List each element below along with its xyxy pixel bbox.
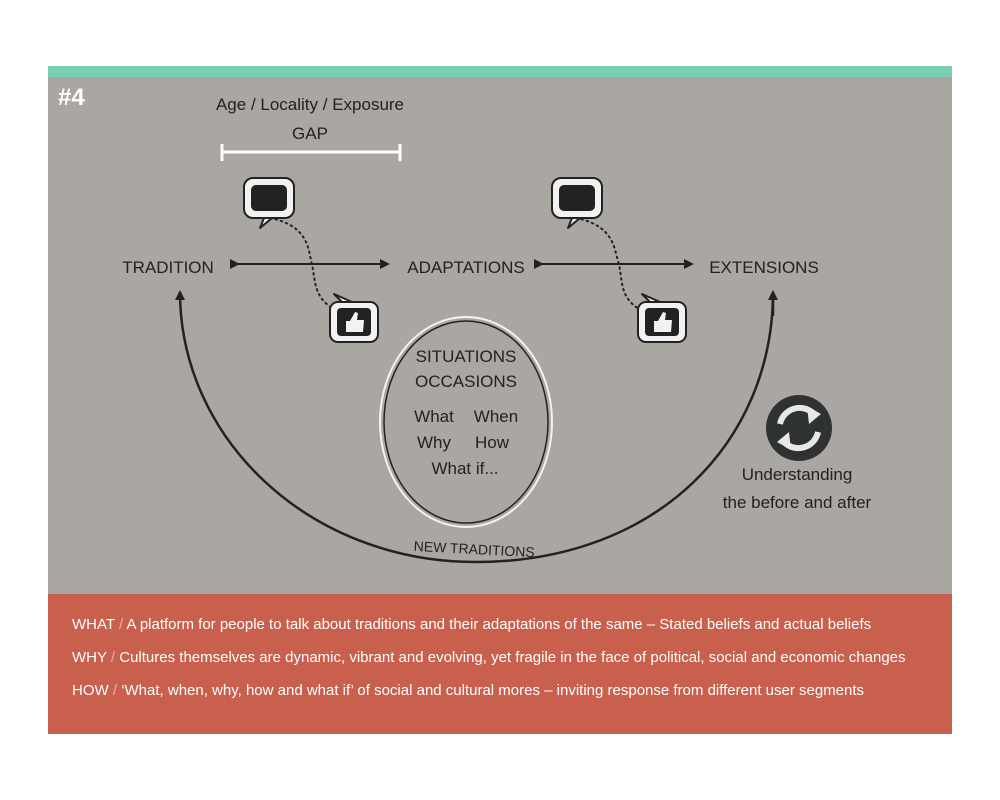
- node-tradition: TRADITION: [122, 258, 214, 277]
- situations-circle: [379, 316, 553, 528]
- how-key: HOW: [72, 682, 109, 699]
- understanding-line1: Understanding: [742, 465, 853, 484]
- arc-label: NEW TRADITIONS: [413, 538, 535, 560]
- new-traditions-arc: [175, 290, 775, 564]
- dotted-connector-right: [575, 217, 649, 315]
- node-adaptations: ADAPTATIONS: [407, 258, 524, 277]
- gap-bracket: [220, 144, 402, 161]
- why-sep: /: [106, 649, 120, 666]
- concept-card: #4 Age / Locality / Exposure GAP TRADITI…: [48, 66, 952, 734]
- thumbs-up-icon: [329, 293, 379, 343]
- node-extensions: EXTENSIONS: [709, 258, 819, 277]
- speech-bubble-icon: [551, 177, 603, 229]
- what-key: WHAT: [72, 616, 115, 633]
- how-sep: /: [108, 682, 122, 699]
- speech-bubble-icon: [243, 177, 295, 229]
- circle-situations: SITUATIONS: [416, 347, 517, 366]
- card-number: #4: [58, 84, 85, 111]
- understanding-line2: the before and after: [723, 493, 872, 512]
- circle-what-if: What if...: [431, 459, 498, 478]
- how-row: HOW / ‘What, when, why, how and what if’…: [72, 682, 864, 699]
- why-key: WHY: [72, 649, 107, 666]
- what-text: A platform for people to talk about trad…: [126, 616, 872, 633]
- concept-diagram: Age / Locality / Exposure GAP TRADITION …: [122, 95, 872, 564]
- what-sep: /: [114, 616, 127, 633]
- gap-label-line1: Age / Locality / Exposure: [216, 95, 404, 114]
- why-text: Cultures themselves are dynamic, vibrant…: [119, 649, 906, 666]
- dotted-connector-left: [269, 217, 344, 315]
- accent-bar: [48, 66, 952, 77]
- why-row: WHY / Cultures themselves are dynamic, v…: [72, 649, 906, 666]
- circle-when: When: [474, 407, 518, 426]
- circle-occasions: OCCASIONS: [415, 372, 517, 391]
- circle-why: Why: [417, 433, 452, 452]
- circle-how: How: [475, 433, 510, 452]
- description-panel: WHAT / A platform for people to talk abo…: [48, 594, 952, 734]
- gap-label-line2: GAP: [292, 124, 328, 143]
- how-text: ‘What, when, why, how and what if’ of so…: [121, 682, 865, 699]
- what-row: WHAT / A platform for people to talk abo…: [72, 616, 871, 633]
- thumbs-up-icon: [637, 293, 687, 343]
- circle-what: What: [414, 407, 454, 426]
- refresh-cycle-icon: [766, 395, 832, 461]
